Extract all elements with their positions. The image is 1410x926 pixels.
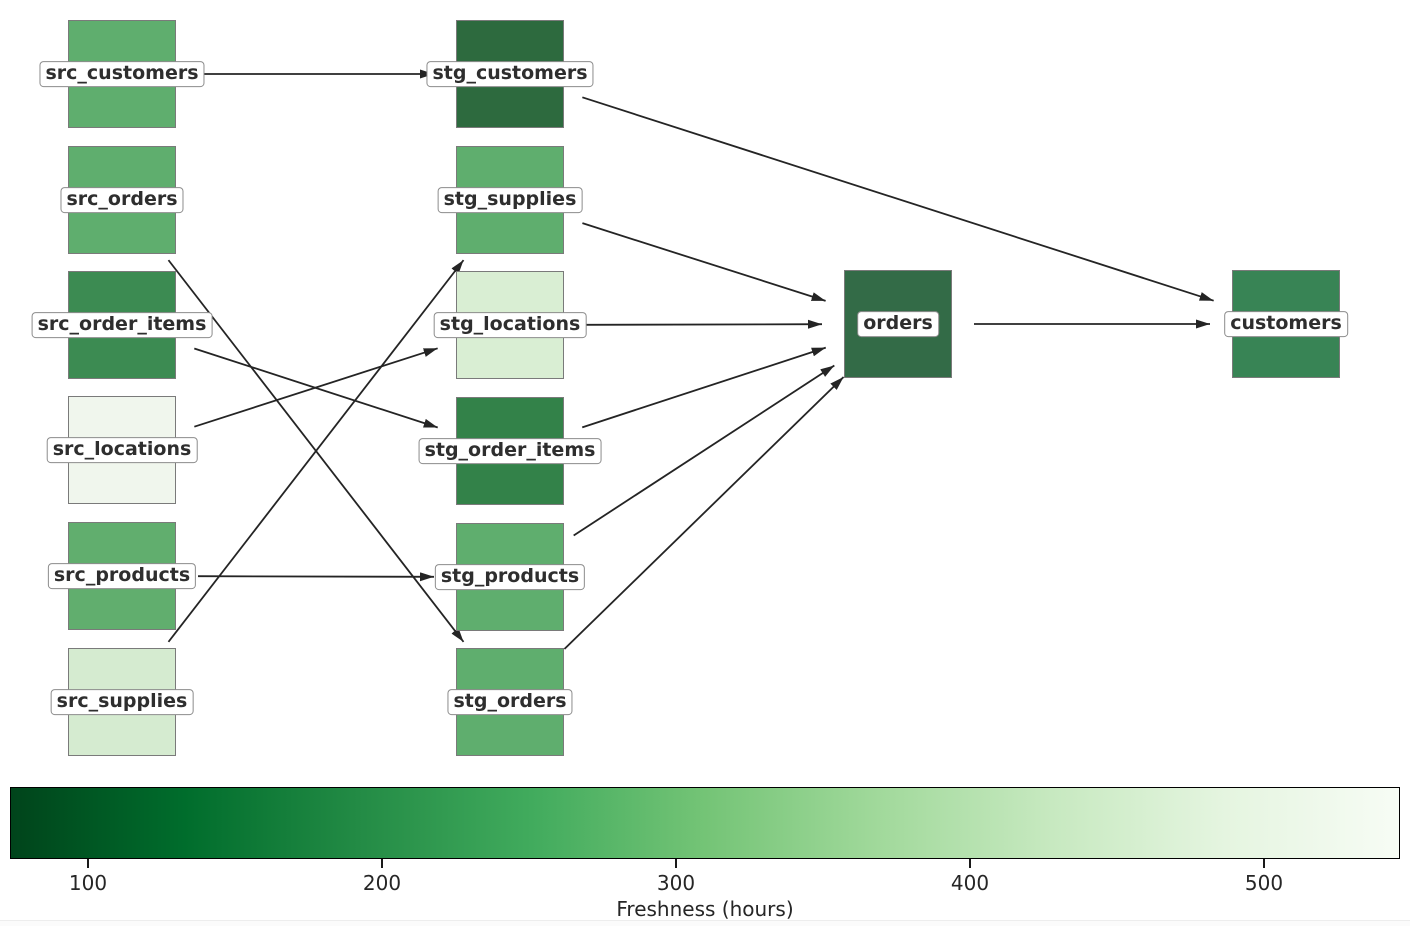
node-label-src_locations: src_locations xyxy=(46,437,198,463)
edge-stg_orders-to-orders xyxy=(563,376,845,650)
node-label-stg_order_items: stg_order_items xyxy=(418,438,602,464)
edges-group xyxy=(167,69,1214,650)
node-label-stg_customers: stg_customers xyxy=(426,61,594,87)
node-label-stg_orders: stg_orders xyxy=(447,689,573,715)
node-label-src_supplies: src_supplies xyxy=(50,689,194,715)
node-label-customers: customers xyxy=(1224,311,1348,337)
edge-src_locations-to-stg_locations xyxy=(194,347,438,428)
edge-src_products-to-stg_products xyxy=(197,572,435,582)
colorbar-tickmark-300 xyxy=(675,859,677,868)
node-label-stg_products: stg_products xyxy=(434,564,586,590)
colorbar-ticklabel-100: 100 xyxy=(68,871,108,895)
node-label-src_order_items: src_order_items xyxy=(31,312,213,338)
colorbar-tickmark-400 xyxy=(969,859,971,868)
node-label-src_products: src_products xyxy=(47,563,197,589)
freshness-colorbar xyxy=(10,787,1400,859)
colorbar-ticklabel-500: 500 xyxy=(1244,871,1284,895)
colorbar-ticklabel-200: 200 xyxy=(362,871,402,895)
colorbar-tickmark-200 xyxy=(381,859,383,868)
node-label-stg_locations: stg_locations xyxy=(433,312,587,338)
edge-stg_products-to-orders xyxy=(573,364,835,537)
node-label-orders: orders xyxy=(857,311,939,337)
edge-stg_order_items-to-orders xyxy=(581,346,827,429)
colorbar-ticklabel-300: 300 xyxy=(656,871,696,895)
node-label-src_customers: src_customers xyxy=(39,61,205,87)
edge-stg_supplies-to-orders xyxy=(582,222,826,302)
edge-stg_locations-to-orders xyxy=(585,319,823,329)
figure-bottom-edge xyxy=(0,920,1410,926)
colorbar-tickmark-500 xyxy=(1263,859,1265,868)
colorbar-ticklabel-400: 400 xyxy=(950,871,990,895)
colorbar-tickmark-100 xyxy=(87,859,89,868)
colorbar-axis-label: Freshness (hours) xyxy=(616,897,794,921)
edge-stg_customers-to-customers xyxy=(582,96,1214,302)
edge-src_supplies-to-stg_supplies xyxy=(167,259,465,643)
edge-layer xyxy=(167,69,1214,650)
node-label-src_orders: src_orders xyxy=(60,187,184,213)
node-label-stg_supplies: stg_supplies xyxy=(437,187,583,213)
